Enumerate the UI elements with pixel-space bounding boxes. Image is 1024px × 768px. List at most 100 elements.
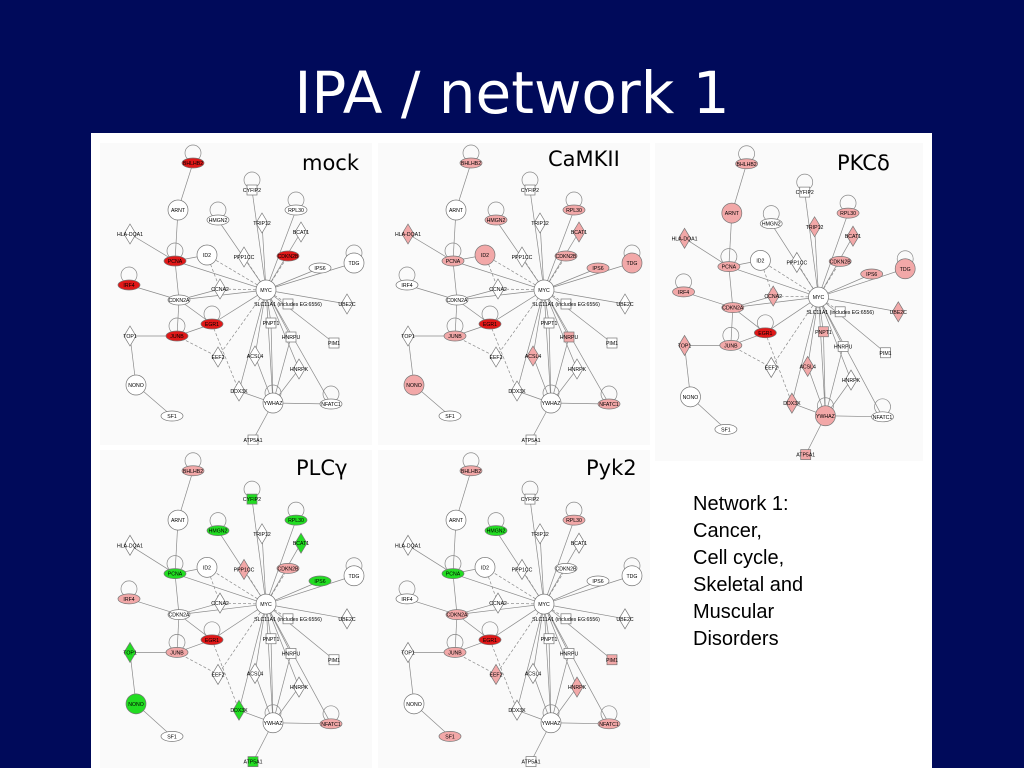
node-top1: TOP1 (123, 641, 137, 664)
node-label: SLC11A1 (includes EG:6556) (254, 302, 322, 308)
node-label: NONO (128, 702, 144, 708)
node-ywhaz: YWHAZ (540, 704, 562, 734)
node-label: PCNA (722, 265, 737, 271)
node-eef2: EEF2 (212, 346, 225, 368)
description-line: Network 1: (693, 493, 789, 515)
network-edge (516, 604, 545, 711)
node-myc: MYC (255, 593, 277, 615)
network-edge (543, 231, 580, 291)
network-edge (764, 332, 793, 404)
node-label: CYFIP2 (243, 188, 261, 194)
node-eef2: EEF2 (765, 356, 778, 379)
node-top1: TOP1 (123, 325, 137, 347)
node-nfatc1: NFATC1 (597, 705, 621, 730)
node-ube2c: UBE2C (616, 293, 634, 315)
network-edge (265, 603, 300, 688)
network-edge (543, 289, 610, 405)
node-tdg: TDG (894, 250, 916, 280)
network-edge (814, 226, 819, 298)
node-label: NONO (683, 395, 699, 401)
node-bcat1: BCAT1 (571, 221, 587, 243)
network-edge (543, 604, 552, 723)
node-myc: MYC (533, 593, 555, 615)
network-edge (265, 519, 297, 605)
node-label: ID2 (481, 253, 489, 259)
node-label: EEF2 (212, 355, 225, 361)
node-eef2: EEF2 (490, 663, 503, 686)
node-nfatc1: NFATC1 (597, 385, 621, 410)
node-irf4: IRF4 (672, 273, 695, 298)
network-edge (265, 231, 302, 291)
node-label: IRF4 (678, 290, 689, 296)
node-top1: TOP1 (401, 641, 415, 664)
node-label: DDX3X (508, 708, 526, 714)
node-ccna2: CCNA2 (489, 592, 507, 614)
node-myc: MYC (533, 279, 555, 301)
node-label: ATP5A1 (522, 760, 541, 766)
network-graph-pyk2: BHLHB2ARNTCYFIP2HMGN2TRIP12RPL30HLA-DQA1… (395, 452, 643, 767)
node-nono: NONO (403, 374, 425, 396)
network-edge (516, 289, 545, 392)
node-id2: ID2 (196, 556, 218, 578)
node-label: IPS6 (314, 266, 325, 272)
node-label: BHLHB2 (461, 161, 481, 167)
node-label: BCAT1 (293, 541, 309, 547)
node-label: TDG (627, 574, 638, 580)
node-label: ACSL4 (525, 354, 542, 360)
node-ube2c: UBE2C (338, 293, 356, 315)
network-edge (265, 604, 274, 723)
node-label: SLC11A1 (includes EG:6556) (532, 617, 600, 623)
network-edge (452, 260, 458, 301)
node-egr1: EGR1 (478, 305, 502, 330)
network-edge (251, 499, 267, 605)
node-id2: ID2 (474, 244, 496, 266)
network-edge (270, 322, 274, 404)
node-egr1: EGR1 (478, 621, 502, 646)
node-pcna: PCNA (441, 242, 465, 267)
node-label: BHLHB2 (461, 469, 481, 475)
node-hmgn2: HMGN2 (484, 201, 508, 226)
node-hla-dqa1: HLA-DQA1 (117, 534, 143, 556)
node-label: ACSL4 (799, 364, 816, 370)
node-irf4: IRF4 (395, 580, 419, 605)
node-label: ACSL4 (247, 354, 264, 360)
node-ppp1cc: PPP1CC (512, 558, 533, 581)
node-slc11a1: SLC11A1 (includes EG:6556) (532, 613, 600, 625)
node-label: UBE2C (616, 617, 634, 623)
node-trip12: TRIP12 (253, 212, 271, 234)
node-id2: ID2 (750, 249, 771, 271)
network-edge (265, 209, 297, 291)
node-label: PCNA (446, 572, 461, 578)
node-tdg: TDG (343, 244, 365, 274)
node-cdkn2a: CDKN2A (167, 294, 191, 306)
network-edge (823, 331, 826, 416)
node-atp5a1: ATP5A1 (796, 449, 815, 460)
node-label: TDG (349, 574, 360, 580)
node-junb: JUNB (443, 317, 467, 342)
node-label: PIM1 (328, 341, 340, 347)
network-edge (206, 567, 267, 605)
network-edge (728, 266, 734, 308)
node-pnpt1: PNPT1 (815, 326, 832, 338)
node-irf4: IRF4 (117, 266, 141, 291)
network-edge (454, 614, 458, 653)
node-label: RPL30 (288, 518, 304, 524)
node-id2: ID2 (474, 556, 496, 578)
node-label: SLC11A1 (includes EG:6556) (254, 617, 322, 623)
network-edge (484, 567, 545, 605)
node-cdkn2b: CDKN2B (554, 563, 578, 574)
panel-title-pyk2: Pyk2 (586, 456, 637, 480)
network-edge (532, 289, 545, 357)
panel-title-mock: mock (302, 151, 360, 175)
network-edge (543, 209, 575, 291)
node-label: CDKN2B (830, 259, 852, 265)
node-hnrpk: HNRPK (290, 358, 309, 380)
node-label: HLA-DQA1 (395, 543, 421, 549)
node-label: CDKN2A (168, 613, 190, 619)
network-edge (495, 603, 545, 675)
node-label: CCNA2 (211, 287, 229, 293)
network-edge (818, 296, 883, 417)
node-label: MYC (538, 602, 550, 608)
node-label: BHLHB2 (737, 162, 757, 168)
network-edge (543, 519, 575, 605)
